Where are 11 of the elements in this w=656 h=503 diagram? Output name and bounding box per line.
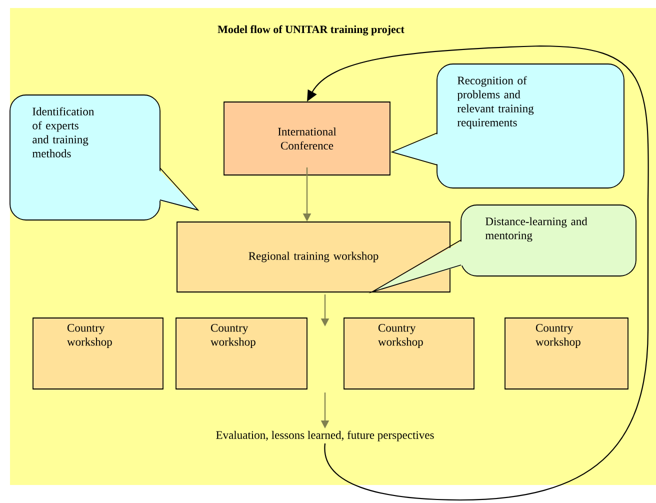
speech-bubble: Recognition of problems and relevant training requirements [390, 64, 624, 188]
process-box: Country workshop [344, 318, 474, 390]
process-box: Regional training workshop [176, 222, 450, 292]
speech-bubble: Identification of experts and training methods [10, 94, 200, 220]
process-box: International Conference [224, 102, 390, 176]
process-box: Country workshop [176, 318, 308, 390]
process-box: Country workshop [32, 318, 164, 390]
outcome-text: Evaluation, lessons learned, future perspectives [216, 430, 434, 442]
arrow [307, 45, 649, 501]
process-box: Country workshop [504, 318, 628, 390]
title: Model flow of UNITAR training project [218, 25, 404, 36]
